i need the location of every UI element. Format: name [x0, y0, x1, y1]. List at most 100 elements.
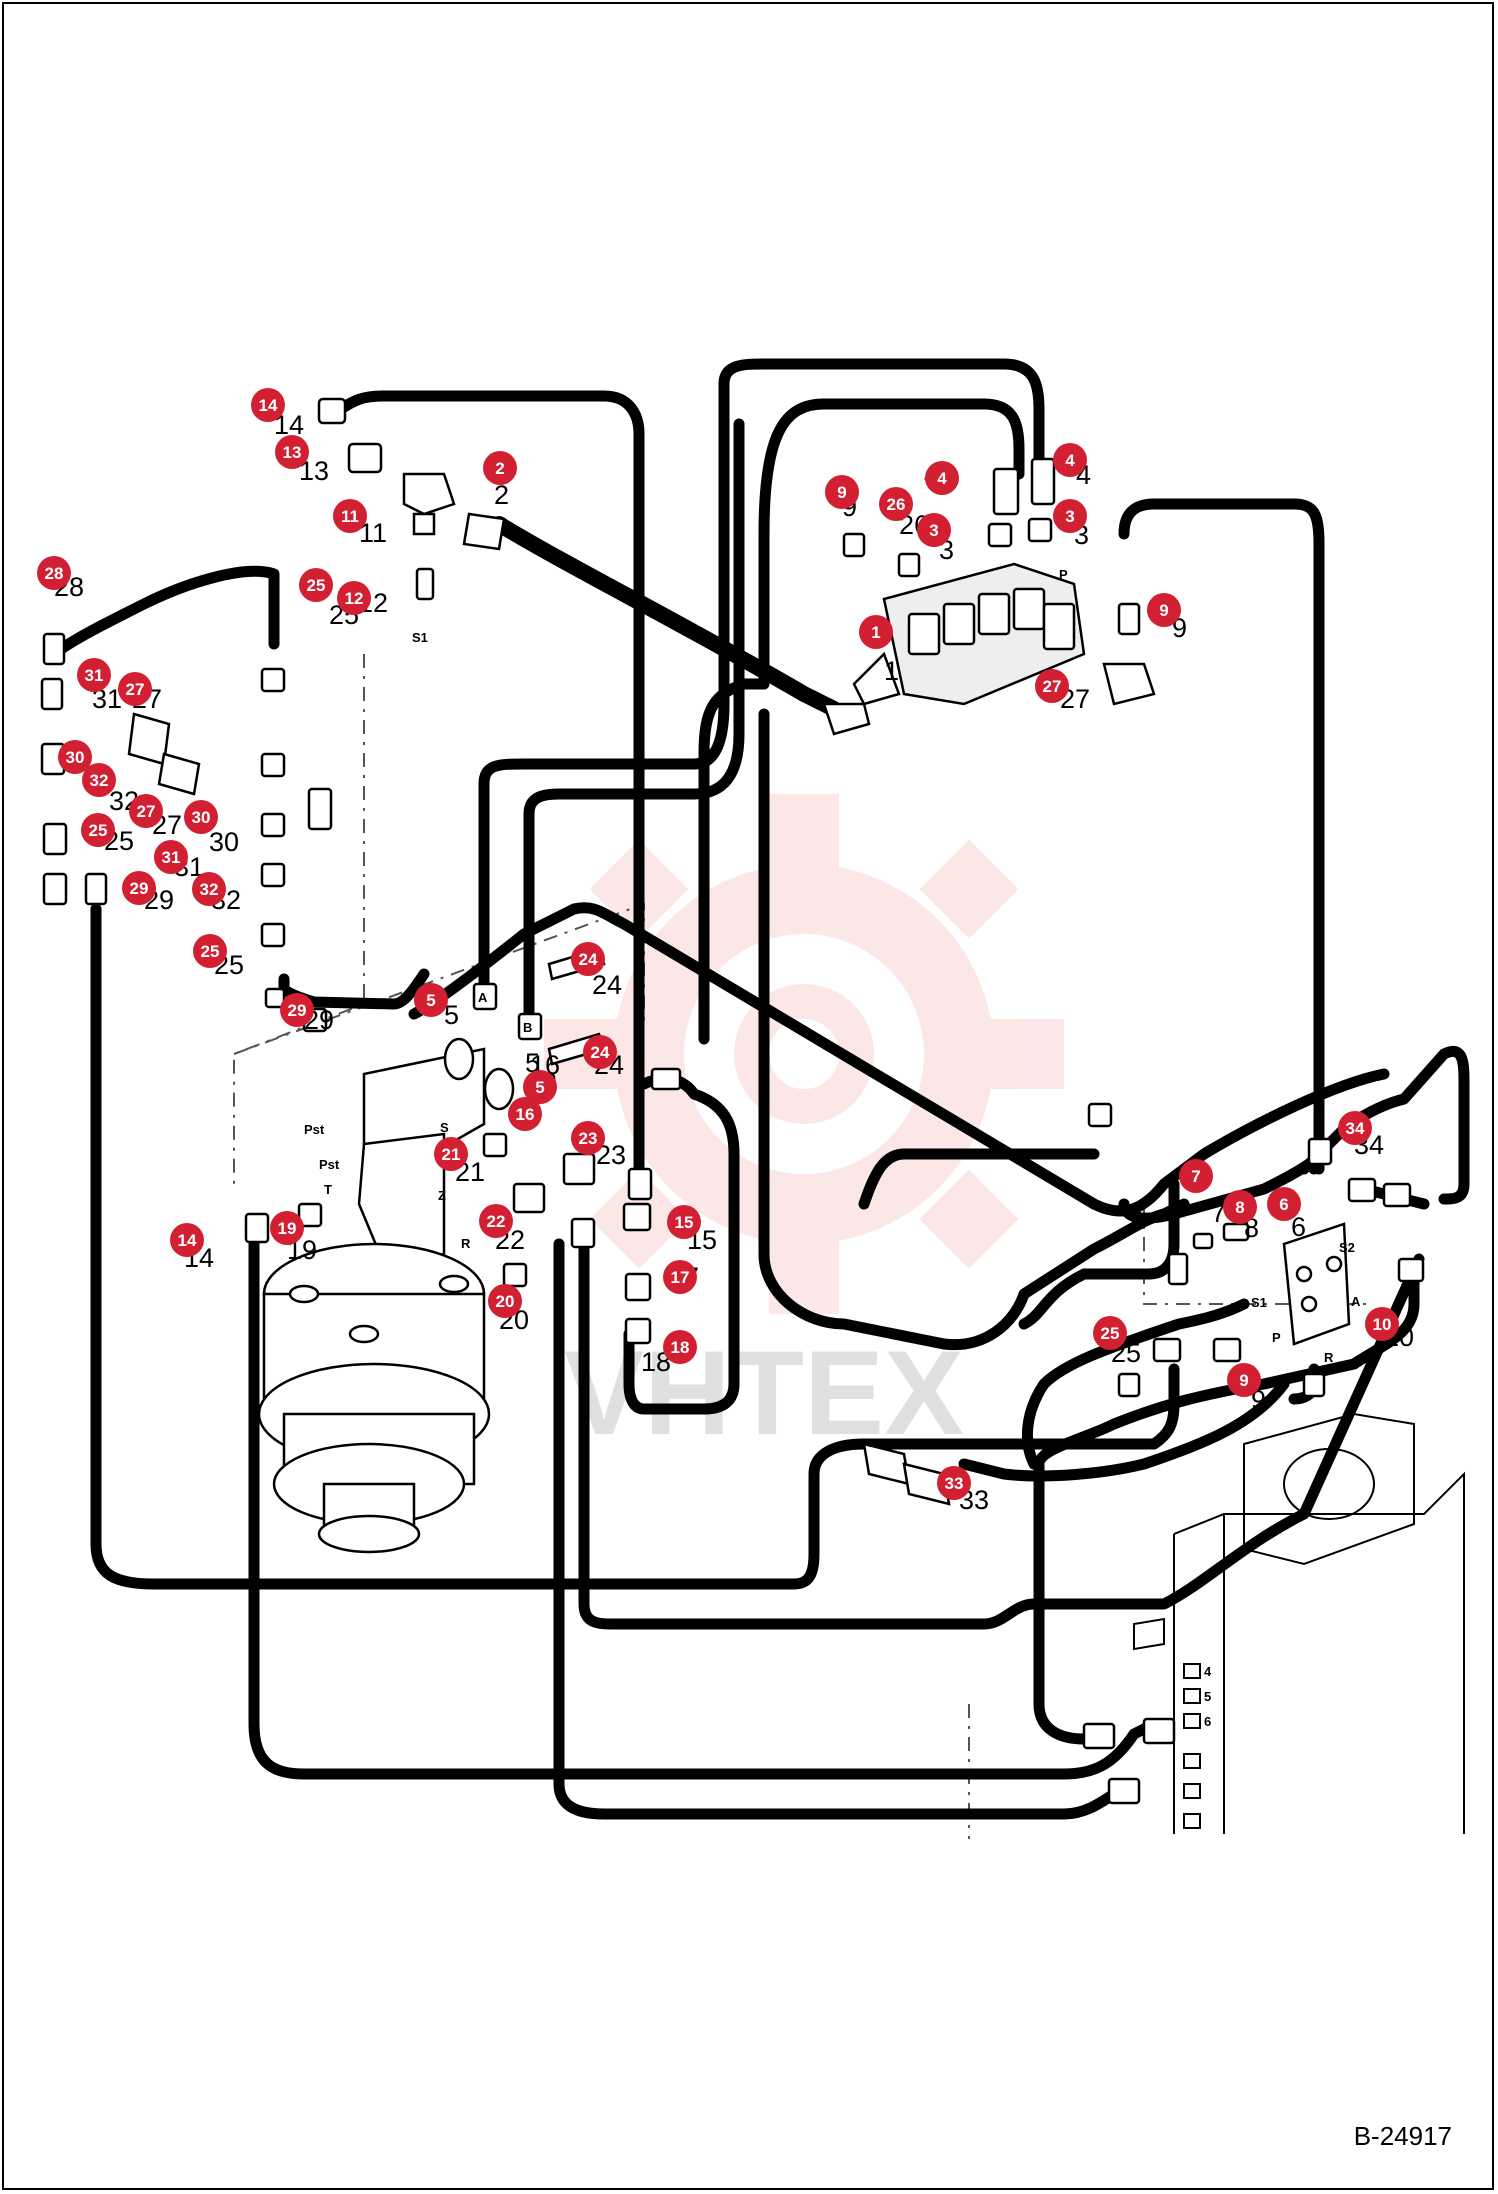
- callout-11: 11: [333, 499, 367, 533]
- callout-17: 17: [663, 1260, 697, 1294]
- callout-25: 25: [1093, 1316, 1127, 1350]
- callout-number: 27: [126, 680, 145, 699]
- callout-20: 20: [488, 1284, 522, 1318]
- callout-number: 14: [259, 396, 278, 415]
- callout-31: 31: [154, 840, 188, 874]
- callout-number: 1: [871, 623, 880, 642]
- callout-number: 27: [137, 802, 156, 821]
- swing-motor: Pst Pst T Z R S: [257, 1047, 491, 1554]
- callout-marker: [483, 451, 517, 485]
- callout-19: 19: [270, 1211, 304, 1245]
- callout-number: 25: [1101, 1324, 1120, 1343]
- callout-marker: [77, 658, 111, 692]
- label-5: 5: [1204, 1689, 1211, 1704]
- callout-marker: [270, 1211, 304, 1245]
- callout-14: 14: [170, 1223, 204, 1257]
- callout-marker: [251, 388, 285, 422]
- callout-number: 8: [1235, 1198, 1244, 1217]
- callout-15: 15: [667, 1205, 701, 1239]
- fittings: S1 A B: [40, 397, 1425, 1805]
- callout-number: 14: [178, 1231, 197, 1250]
- callout-27: 27: [118, 672, 152, 706]
- callout-24: 24: [583, 1035, 617, 1069]
- callout-3: 3: [1053, 499, 1087, 533]
- callout-1: 1: [859, 615, 893, 649]
- callout-5: 5: [523, 1070, 557, 1104]
- callout-marker: [184, 800, 218, 834]
- callout-10: 10: [1365, 1307, 1399, 1341]
- control-valve: P: [822, 562, 1086, 736]
- callout-number: 21: [442, 1145, 461, 1164]
- callout-number: 5: [426, 991, 435, 1010]
- hoses: [48, 358, 1470, 1820]
- callout-marker: [170, 1223, 204, 1257]
- part-number-6: 6: [1291, 1212, 1306, 1242]
- callout-number: 33: [945, 1474, 964, 1493]
- port-pst-1: Pst: [304, 1122, 325, 1137]
- callout-2: 2: [483, 451, 517, 485]
- callout-marker: [1179, 1159, 1213, 1193]
- port-s2: S2: [1339, 1240, 1355, 1255]
- callout-8: 8: [1223, 1190, 1257, 1224]
- callout-marker: [663, 1330, 697, 1364]
- callout-27: 27: [1035, 669, 1069, 703]
- callout-marker: [583, 1035, 617, 1069]
- callout-4: 4: [925, 461, 959, 495]
- hydraulic-diagram: VHTEX: [37, 358, 1470, 1839]
- callout-marker: [280, 993, 314, 1027]
- callout-number: 19: [278, 1219, 297, 1238]
- callout-number: 6: [1279, 1195, 1288, 1214]
- port-r2: R: [1324, 1350, 1334, 1365]
- callout-27: 27: [129, 794, 163, 828]
- callout-14: 14: [251, 388, 285, 422]
- label-6: 6: [1204, 1714, 1211, 1729]
- port-s1-top: S1: [412, 630, 428, 645]
- callout-marker: [571, 942, 605, 976]
- callout-number: 32: [200, 880, 219, 899]
- callout-marker: [859, 615, 893, 649]
- callout-marker: [414, 983, 448, 1017]
- callout-marker: [667, 1205, 701, 1239]
- callout-number: 15: [675, 1213, 694, 1232]
- frame-structure: 4 5 6: [1133, 1412, 1465, 1834]
- callout-number: 29: [288, 1001, 307, 1020]
- callout-marker: [118, 672, 152, 706]
- callout-25: 25: [81, 813, 115, 847]
- part-number-24: 24: [592, 970, 622, 1000]
- callout-marker: [193, 934, 227, 968]
- callout-number: 9: [1159, 601, 1168, 620]
- callout-marker: [508, 1097, 542, 1131]
- callout-13: 13: [275, 435, 309, 469]
- callout-9: 9: [1147, 593, 1181, 627]
- document-id: B-24917: [1353, 2121, 1452, 2151]
- port-pst-2: Pst: [319, 1157, 340, 1172]
- callout-number: 3: [929, 521, 938, 540]
- callout-number: 9: [837, 483, 846, 502]
- callout-28: 28: [37, 556, 71, 590]
- callout-number: 31: [85, 666, 104, 685]
- callout-marker: [825, 475, 859, 509]
- callout-marker: [1338, 1111, 1372, 1145]
- callout-marker: [663, 1260, 697, 1294]
- callout-number: 34: [1346, 1119, 1365, 1138]
- port-s: S: [440, 1120, 449, 1135]
- callout-26: 26: [879, 487, 913, 521]
- callout-marker: [82, 763, 116, 797]
- part-number-2: 2: [494, 480, 509, 510]
- port-t: T: [324, 1182, 332, 1197]
- part-number-7: 7: [1211, 1198, 1226, 1228]
- port-a: A: [478, 990, 488, 1005]
- callout-marker: [192, 872, 226, 906]
- port-r: R: [461, 1236, 471, 1251]
- callout-16: 16: [508, 1097, 542, 1131]
- callout-number: 24: [591, 1043, 610, 1062]
- callout-29: 29: [280, 993, 314, 1027]
- callout-33: 33: [937, 1466, 971, 1500]
- callout-marker: [1227, 1363, 1261, 1397]
- callout-marker: [299, 568, 333, 602]
- callout-32: 32: [192, 872, 226, 906]
- callout-number: 25: [307, 576, 326, 595]
- callout-marker: [917, 513, 951, 547]
- callout-number: 7: [1191, 1167, 1200, 1186]
